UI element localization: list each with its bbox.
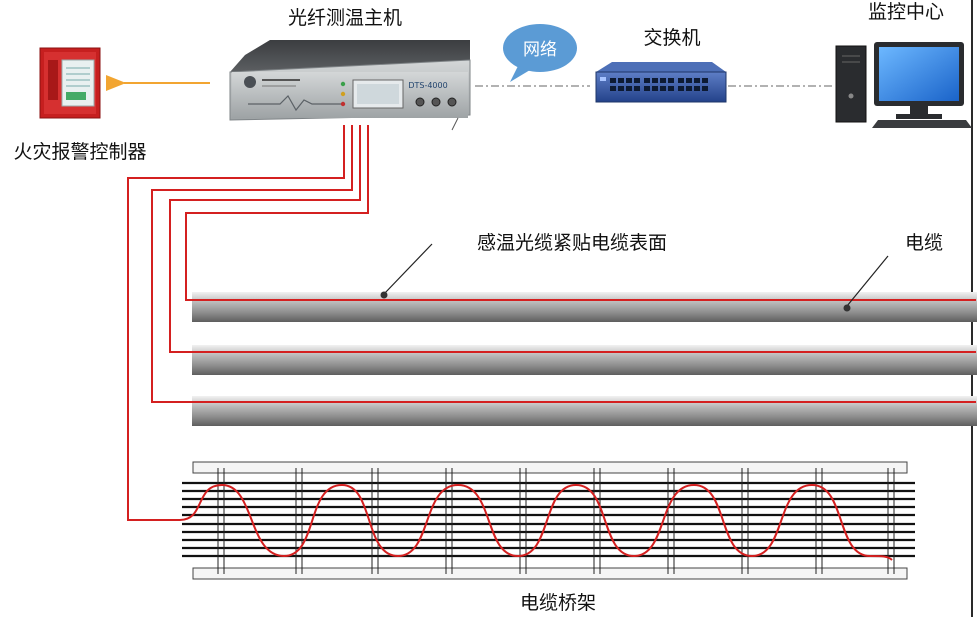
sensing-fiber-3 <box>151 125 976 403</box>
cable-tray <box>182 461 915 580</box>
computer-icon <box>835 42 972 128</box>
network-switch-icon <box>595 62 727 103</box>
switch-label: 交换机 <box>643 27 700 49</box>
cable-2 <box>192 345 977 375</box>
monitoring-center-label: 监控中心 <box>868 1 944 23</box>
network-cloud-icon <box>503 24 577 82</box>
fiber-temperature-host: DTS-4000 <box>229 40 471 131</box>
sensing-fiber-label: 感温光缆紧贴电缆表面 <box>477 232 667 254</box>
sensing-fiber-routes <box>127 125 976 561</box>
host-model-text: DTS-4000 <box>408 81 447 90</box>
cable-callout <box>843 255 889 312</box>
cable-label: 电缆 <box>905 232 943 254</box>
sensing-fiber-callout <box>380 243 433 299</box>
cable-1 <box>192 292 977 322</box>
sensing-fiber-2 <box>169 125 976 353</box>
fire-alarm-controller-label: 火灾报警控制器 <box>13 141 146 163</box>
network-label: 网络 <box>523 40 557 60</box>
cable-tray-label: 电缆桥架 <box>520 592 596 614</box>
sensing-fiber-tray-wave <box>179 483 893 561</box>
host-label: 光纤测温主机 <box>288 7 402 29</box>
sensing-fiber-4 <box>127 125 345 521</box>
cable-3 <box>192 396 977 426</box>
fire-alarm-panel <box>39 47 101 119</box>
sensing-fiber-1 <box>185 125 976 301</box>
